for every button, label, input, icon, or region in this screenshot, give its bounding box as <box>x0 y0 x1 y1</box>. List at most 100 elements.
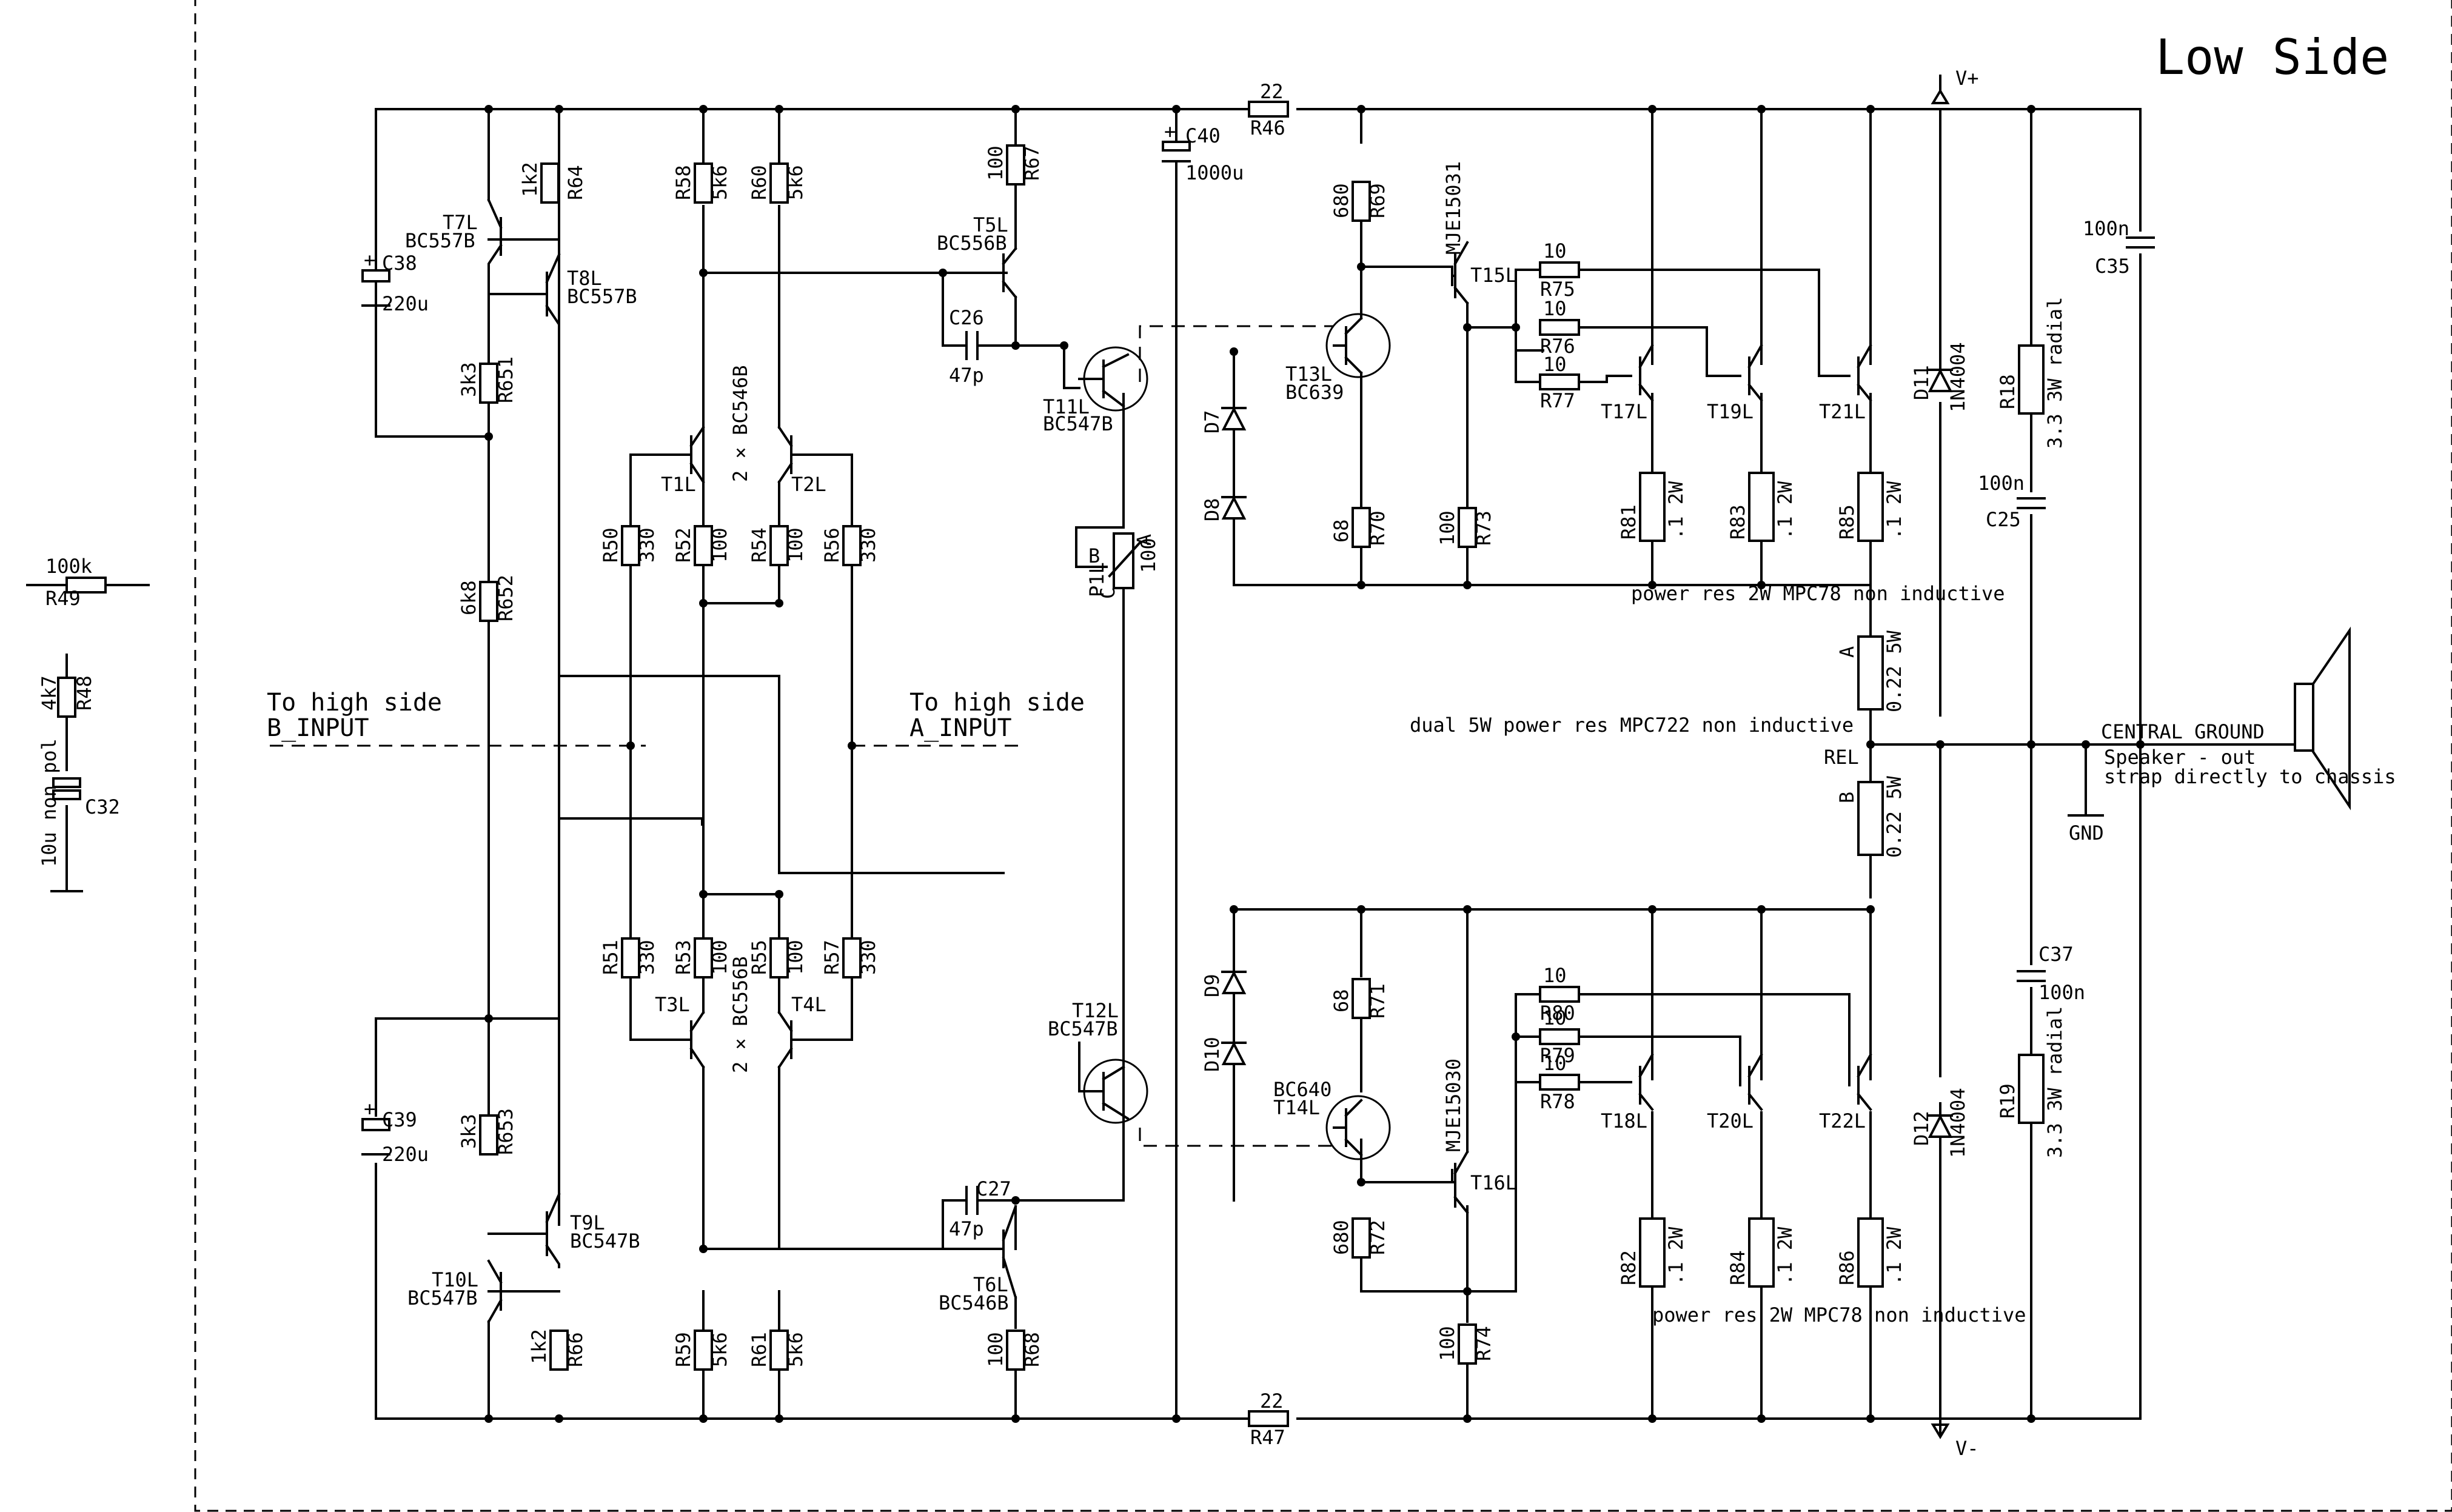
transistor-t14l <box>1325 1095 1391 1160</box>
label-t5l-ref: T5L <box>973 213 1008 236</box>
transistor-t11l <box>1078 346 1148 412</box>
label-t9l-value: BC547B <box>570 1229 640 1253</box>
label-r67-ref: R67 <box>1020 146 1043 181</box>
symbols <box>1931 89 2351 1439</box>
label-r73-ref: R73 <box>1472 510 1495 546</box>
label-r18-value: 3.3 3W radial <box>2043 297 2066 449</box>
label-r79-value: 10 <box>1543 1006 1567 1029</box>
transistor-t6l <box>976 1205 1017 1299</box>
label-r49-ref: R49 <box>45 587 81 610</box>
label-c25-value: 100n <box>1978 472 2025 495</box>
positive-rail-arrow <box>1931 89 1950 104</box>
label-r52-ref: R52 <box>672 527 695 563</box>
label-r76-value: 10 <box>1543 297 1567 320</box>
label-d9: D9 <box>1201 974 1224 997</box>
label-c40-value: 1000u <box>1185 161 1244 184</box>
label-rel: REL <box>1824 746 1859 769</box>
svg-text:+: + <box>364 249 375 272</box>
note-dual-res: dual 5W power res MPC722 non inductive <box>1410 714 1854 737</box>
label-c35-value: 100n <box>2083 217 2129 240</box>
note-power-res-bottom: power res 2W MPC78 non inductive <box>1652 1303 2026 1326</box>
label-r653-ref: R653 <box>494 1108 517 1155</box>
resistor-r81 <box>1639 472 1666 542</box>
label-d8: D8 <box>1201 498 1224 521</box>
label-r55-value: 100 <box>784 940 807 975</box>
resistor-rb <box>1857 781 1884 856</box>
transistor-t10l <box>487 1259 560 1323</box>
label-t14l-ref: T14L <box>1273 1096 1320 1119</box>
label-d10: D10 <box>1201 1037 1224 1072</box>
resistor-r71 <box>1352 978 1371 1019</box>
label-p1l-ref: P1L <box>1085 562 1108 597</box>
transistor-t1l <box>681 426 705 484</box>
resistor-r58 <box>694 162 713 204</box>
label-r59-ref: R59 <box>672 1332 695 1367</box>
label-r70-value: 68 <box>1330 519 1353 543</box>
label-r81-value: .1 2W <box>1664 481 1687 540</box>
label-t18l: T18L <box>1601 1109 1647 1132</box>
label-t8l-ref: T8L <box>567 267 602 290</box>
label-r85-value: .1 2W <box>1883 481 1906 540</box>
resistor-r66 <box>549 1330 569 1371</box>
resistor-r64 <box>540 162 560 204</box>
label-t11l-value: BC547B <box>1043 412 1113 435</box>
resistor-bodies <box>57 101 2045 1427</box>
label-r651-value: 3k3 <box>457 362 480 397</box>
label-r653-value: 3k3 <box>457 1114 480 1149</box>
label-r83-value: .1 2W <box>1774 481 1797 540</box>
resistor-r77 <box>1539 373 1580 390</box>
resistor-r46 <box>1248 101 1289 118</box>
label-r47-ref: R47 <box>1250 1426 1285 1449</box>
label-t19l: T19L <box>1707 400 1754 423</box>
transistor-t19l <box>1747 344 1763 402</box>
label-t16l-ref: T16L <box>1470 1171 1517 1194</box>
label-r56-ref: R56 <box>820 527 843 563</box>
label-r80-ref: R80 <box>1540 1002 1575 1025</box>
label-t10l-value: BC547B <box>407 1286 478 1310</box>
label-r67-value: 100 <box>984 146 1007 181</box>
label-r86-ref: R86 <box>1835 1250 1858 1285</box>
label-r77-ref: R77 <box>1540 389 1575 412</box>
label-r652-ref: R652 <box>494 575 517 621</box>
label-p1l-pin-c: C <box>1096 587 1119 599</box>
label-t7l-ref: T7L <box>443 211 478 234</box>
resistor-r50 <box>621 525 640 566</box>
resistor-r19 <box>2018 1054 2045 1124</box>
label-d12-value: 1N4004 <box>1946 1088 1969 1158</box>
note-central-ground: CENTRAL GROUND <box>2101 720 2265 743</box>
capacitors: + + + <box>52 120 2155 1215</box>
diode-d9 <box>1221 970 1247 994</box>
resistor-r653 <box>479 1114 498 1156</box>
resistor-r70 <box>1352 507 1371 548</box>
label-r84-ref: R84 <box>1726 1250 1749 1285</box>
resistor-r80 <box>1539 986 1580 1003</box>
label-t13l-ref: T13L <box>1285 363 1332 386</box>
label-r651-ref: R651 <box>494 356 517 403</box>
resistor-r86 <box>1857 1217 1884 1288</box>
label-t5l-value: BC556B <box>937 232 1007 255</box>
label-t17l: T17L <box>1601 400 1647 423</box>
capacitor-c38: + <box>361 249 390 307</box>
label-r55-ref: R55 <box>748 940 771 975</box>
label-rb-value: 0.22 5W <box>1883 775 1906 858</box>
label-r82-value: .1 2W <box>1664 1226 1687 1285</box>
label-r70-ref: R70 <box>1366 510 1389 546</box>
sheet-title: Low Side <box>2156 29 2389 85</box>
resistor-r78 <box>1539 1074 1580 1091</box>
label-r18-ref: R18 <box>1996 374 2019 409</box>
resistor-r49 <box>65 577 107 594</box>
resistor-r76 <box>1539 319 1580 336</box>
resistor-r52 <box>694 525 713 566</box>
note-to-high-b-1: To high side <box>267 689 442 717</box>
label-r72-ref: R72 <box>1366 1220 1389 1255</box>
resistor-r55 <box>769 937 789 978</box>
label-r61-ref: R61 <box>748 1332 771 1367</box>
transistor-t15l <box>1451 241 1469 305</box>
label-r19-ref: R19 <box>1996 1083 2019 1119</box>
label-p1l-value: 100 <box>1137 538 1160 573</box>
resistor-r82 <box>1639 1217 1666 1288</box>
label-t14l-value: BC640 <box>1273 1078 1332 1101</box>
label-t22l: T22L <box>1819 1109 1866 1132</box>
label-r59-value: 5k6 <box>708 1332 731 1367</box>
